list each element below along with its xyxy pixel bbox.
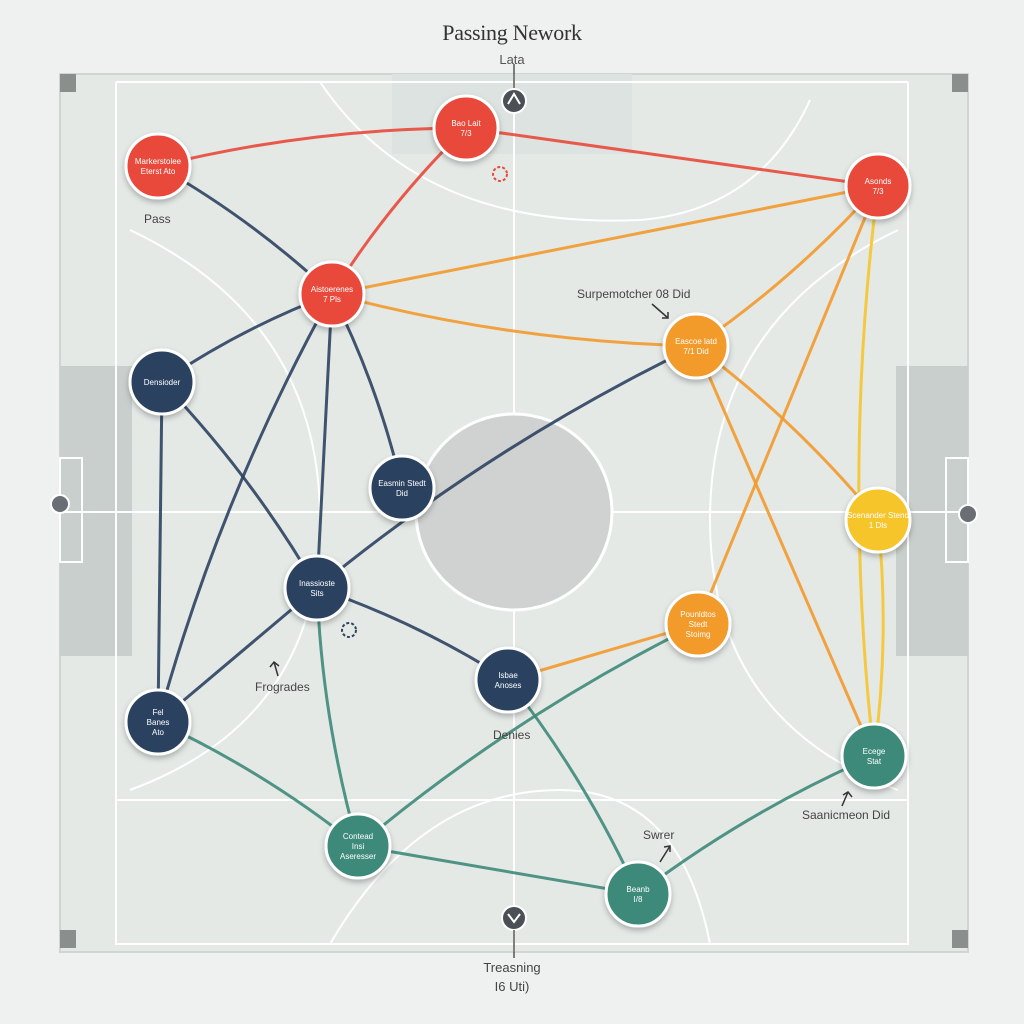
node-label-n10-0: Pounldtos [680,610,716,619]
node-label-n3-0: Aistoerenes [311,285,353,294]
node-circle-n13 [840,722,908,790]
node-circle-n3 [298,260,366,328]
edge-n4-n13 [857,185,880,757]
node-circle-n11 [124,688,192,756]
node-label-n10-2: Stoimg [686,630,711,639]
small-target-icon [341,166,508,638]
bottom-label-line2: I6 Uti) [494,979,530,994]
node-label-n12-0: Isbae [498,671,518,680]
node-label-n11-0: Fel [152,708,163,717]
node-label-n6-0: Easmin Stedt [378,479,426,488]
node-label-n11-1: Banes [147,718,170,727]
edge-n14-n15 [357,844,639,896]
node-label-n14-0: Contead [343,832,373,841]
edge-n7-n13 [694,345,876,757]
node-label-n1-0: Markerstolee [135,157,182,166]
diagram-subtitle: Lata [499,52,525,67]
node-circle-n2 [432,94,500,162]
node-label-n12-1: Anoses [495,681,522,690]
edge-n3-n4 [331,184,879,296]
node-label-n13-1: Stat [867,757,882,766]
node-label-n9-0: Inassioste [299,579,336,588]
edge-n13-n15 [637,754,875,896]
node-label-n15-0: Beanb [626,885,650,894]
edge-n4-n10 [696,185,880,625]
node-circle-n7 [662,312,730,380]
left-marker-icon [50,494,70,514]
annotation-pass: Pass [144,212,171,226]
edge-n3-n7 [331,292,697,348]
node-circle-n14 [324,812,392,880]
annotation-saanicmeon: Saanicmeon Did [802,808,891,822]
edge-n2-n4 [465,126,879,188]
annotation-surpemotcher: Surpemotcher 08 Did [577,287,691,301]
node-label-n14-2: Aseresser [340,852,376,861]
node-label-n6-1: Did [396,489,408,498]
annotation-frogrades: Frogrades [255,680,310,694]
annotation-denies: Denies [493,728,531,742]
node-circle-n12 [474,646,542,714]
node-circle-n9 [283,554,351,622]
node-label-n13-0: Ecege [863,747,886,756]
node-label-n15-1: I/8 [634,895,643,904]
node-circle-n10 [664,590,732,658]
node-label-n3-1: 7 Pls [323,295,341,304]
node-label-n10-1: Stedt [689,620,708,629]
bottom-label-line1: Treasning [483,960,541,975]
node-label-n5-0: Densioder [144,378,181,387]
node-n5[interactable]: Densioder [128,348,196,416]
node-label-n2-1: 7/3 [460,129,472,138]
node-label-n8-1: 1 Dls [869,521,887,530]
edge-n3-n9 [315,293,334,589]
edge-n3-n11 [156,293,334,723]
right-marker-icon [958,504,978,524]
edge-n10-n14 [357,622,699,848]
node-label-n8-0: Scenander Stend [847,511,909,520]
edge-n5-n11 [156,381,164,723]
node-circle-n15 [604,860,672,928]
node-label-n4-1: 7/3 [872,187,884,196]
node-label-n7-0: Eascoe latd [675,337,717,346]
bottom-marker-icon [501,905,527,958]
annotation-arrows [269,303,853,863]
node-label-n2-0: Bao Lait [451,119,481,128]
edge-n7-n9 [316,344,697,590]
node-label-n7-1: 7/1 Did [683,347,708,356]
top-marker-icon [501,64,527,114]
node-circle-n6 [368,454,436,522]
node-label-n14-1: Insi [352,842,365,851]
node-circle-n8 [844,486,912,554]
node-label-n4-0: Asonds [865,177,892,186]
node-label-n9-1: Sits [310,589,323,598]
node-circle-n4 [844,152,912,220]
annotation-swrer: Swrer [643,828,675,842]
node-circle-n5 [128,348,196,416]
node-label-n11-2: Ato [152,728,165,737]
node-circle-n1 [124,132,192,200]
node-label-n1-1: Eterst Ato [141,167,176,176]
bottom-label: Treasning I6 Uti) [0,958,1024,996]
diagram-title: Passing Nework [442,20,582,45]
edge-n1-n2 [157,126,467,168]
